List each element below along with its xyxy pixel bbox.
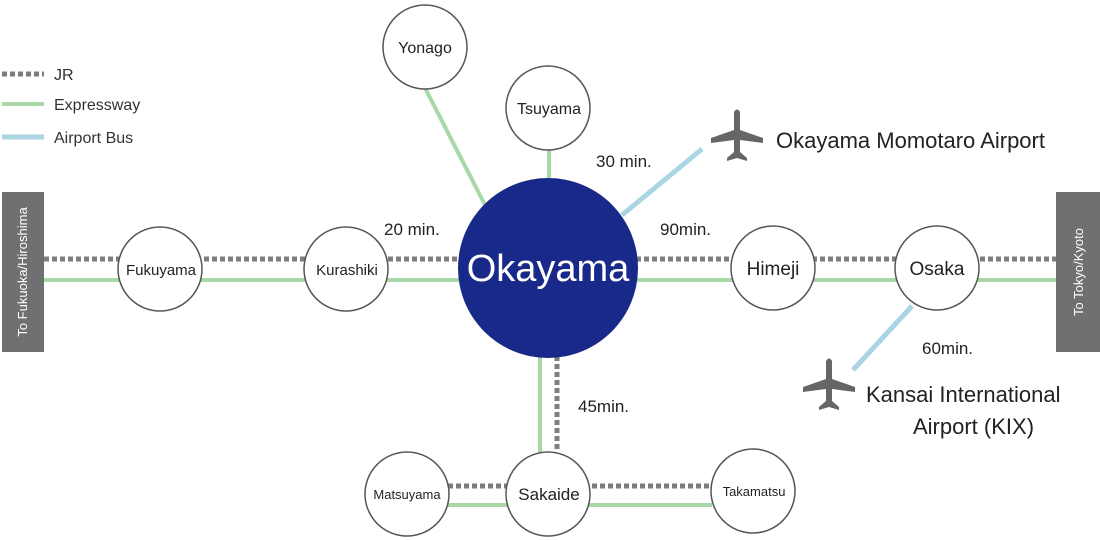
- node-tsuyama-label: Tsuyama: [517, 101, 581, 118]
- time-kurashiki-label: 20 min.: [384, 220, 440, 239]
- time-momotaro-airport-label: 30 min.: [596, 152, 652, 171]
- node-sakaide: Sakaide: [505, 451, 591, 537]
- time-kix-label: 60min.: [922, 339, 973, 358]
- node-sakaide-label: Sakaide: [518, 485, 579, 504]
- node-osaka-label: Osaka: [910, 259, 965, 280]
- node-osaka: Osaka: [894, 225, 980, 311]
- time-himeji-label: 90min.: [660, 220, 711, 239]
- airport-kix-label-line2: Airport (KIX): [913, 414, 1034, 439]
- node-kurashiki: Kurashiki: [303, 226, 389, 312]
- hub-node: Okayama: [458, 178, 638, 358]
- node-sakaide-circle: [505, 451, 591, 537]
- node-takamatsu-label: Takamatsu: [723, 484, 786, 499]
- airport-bus-line-kix: [851, 304, 914, 372]
- node-fukuyama: Fukuyama: [117, 226, 203, 312]
- airplane-icon: [803, 358, 855, 410]
- side-bar-left-box: [2, 192, 44, 352]
- node-matsuyama-circle: [364, 451, 450, 537]
- legend-airport-bus-label: Airport Bus: [54, 130, 133, 147]
- node-osaka-circle: [894, 225, 980, 311]
- node-takamatsu-circle: [710, 448, 796, 534]
- legend-expressway-label: Expressway: [54, 97, 140, 114]
- node-yonago-circle: [382, 4, 468, 90]
- side-bar-left-label: To Fukuoka/Hiroshima: [15, 207, 30, 337]
- side-bar-right: To Tokyo/Kyoto: [1056, 192, 1100, 352]
- node-yonago-label: Yonago: [398, 40, 452, 57]
- node-himeji: Himeji: [730, 225, 816, 311]
- time-sakaide-label: 45min.: [578, 397, 629, 416]
- node-fukuyama-label: Fukuyama: [126, 262, 197, 279]
- node-takamatsu: Takamatsu: [710, 448, 796, 534]
- node-kurashiki-label: Kurashiki: [316, 262, 378, 279]
- side-bar-right-label: To Tokyo/Kyoto: [1071, 228, 1086, 316]
- airport-momotaro-label: Okayama Momotaro Airport: [776, 128, 1045, 153]
- node-kurashiki-circle: [303, 226, 389, 312]
- airplane-icon: [711, 109, 763, 161]
- legend-jr-label: JR: [54, 67, 74, 84]
- legend: JR Expressway Airport Bus: [2, 67, 140, 147]
- side-bar-left: To Fukuoka/Hiroshima: [2, 192, 44, 352]
- hub-circle: [458, 178, 638, 358]
- node-matsuyama-label: Matsuyama: [373, 487, 441, 502]
- node-tsuyama: Tsuyama: [505, 65, 591, 151]
- node-matsuyama: Matsuyama: [364, 451, 450, 537]
- node-fukuyama-circle: [117, 226, 203, 312]
- side-bar-right-box: [1056, 192, 1100, 352]
- hub-label: Okayama: [467, 248, 630, 290]
- node-himeji-label: Himeji: [747, 259, 800, 280]
- expressway-line-yonago: [422, 85, 487, 206]
- airport-kix-label-line1: Kansai International: [866, 382, 1060, 407]
- node-himeji-circle: [730, 225, 816, 311]
- airport-bus-line-momotaro: [620, 147, 704, 217]
- node-tsuyama-circle: [505, 65, 591, 151]
- node-yonago: Yonago: [382, 4, 468, 90]
